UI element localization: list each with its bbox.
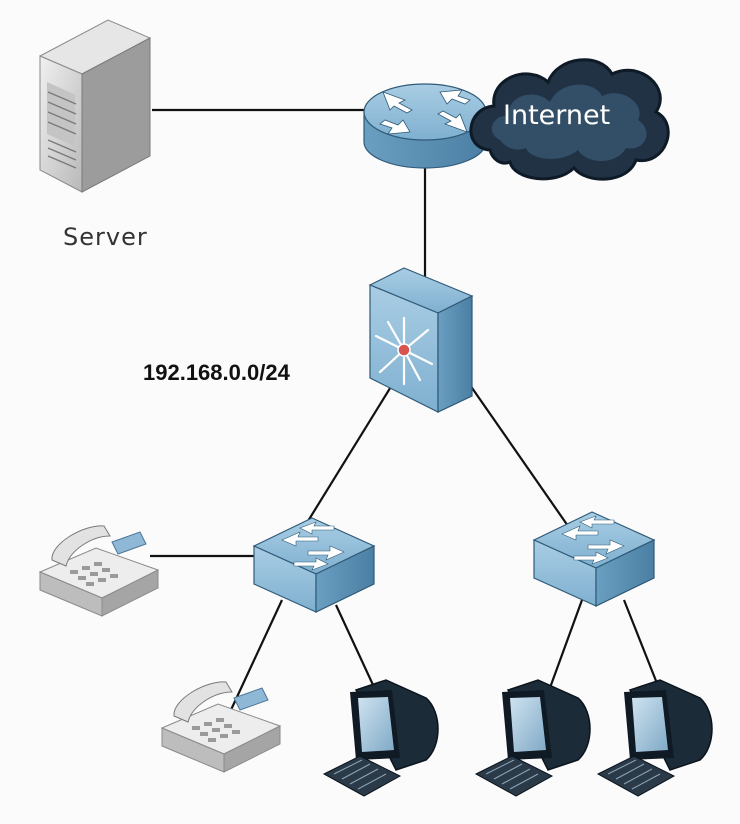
link-switch-pc-2 [545, 599, 584, 697]
workstation-icon [474, 679, 591, 797]
workstation-icon [596, 679, 713, 797]
ip-phone-icon [38, 525, 160, 617]
link-core-right-switch [469, 384, 569, 527]
multilayer-switch-icon [368, 267, 474, 413]
subnet-label: 192.168.0.0/24 [143, 360, 291, 385]
links [150, 108, 664, 713]
access-switch-icon [252, 517, 376, 613]
link-core-left-switch [299, 384, 393, 535]
server-icon [38, 19, 152, 193]
access-switch-icon [532, 511, 656, 607]
internet-label: Internet [503, 100, 610, 131]
server-label: Server [63, 223, 148, 251]
workstation-icon [322, 679, 439, 797]
link-switch-pc-3 [622, 599, 664, 697]
ip-phone-icon [160, 681, 282, 773]
internet-cloud-icon: Internet [469, 58, 670, 181]
router-icon [363, 83, 487, 169]
link-switch-phone-2 [229, 599, 283, 713]
